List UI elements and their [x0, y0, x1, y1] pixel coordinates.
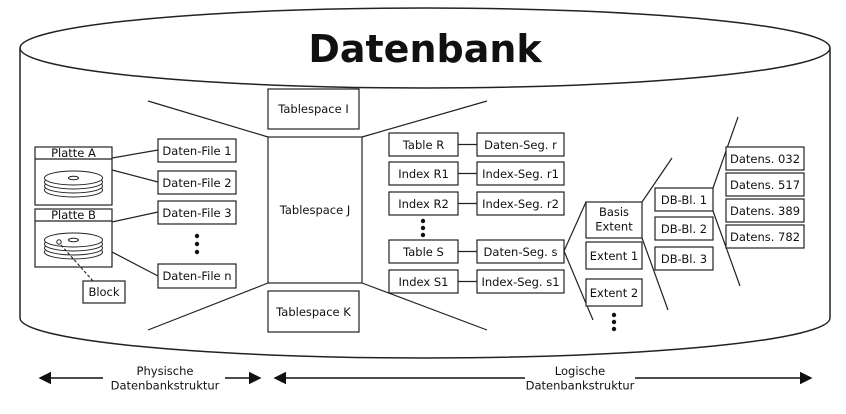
segment-index-seg-s1: Index-Seg. s1 — [476, 269, 565, 294]
svg-text:Datens. 782: Datens. 782 — [730, 230, 800, 244]
segment-index-seg-r1: Index-Seg. r1 — [476, 161, 565, 186]
svg-text:Datens. 032: Datens. 032 — [730, 152, 800, 166]
svg-text:Index-Seg. s1: Index-Seg. s1 — [481, 275, 559, 289]
svg-text:Table S: Table S — [402, 245, 444, 259]
svg-text:Tablespace J: Tablespace J — [279, 203, 351, 217]
svg-text:Datens. 389: Datens. 389 — [730, 204, 800, 218]
disk-label: Platte A — [51, 146, 96, 160]
data-file-2: Daten-File 2 — [157, 170, 237, 195]
svg-text:Daten-Seg. s: Daten-Seg. s — [484, 245, 558, 259]
svg-text:Tablespace I: Tablespace I — [277, 102, 349, 116]
block-label-box: Block — [82, 280, 126, 304]
svg-text:Daten-File 3: Daten-File 3 — [162, 206, 231, 220]
svg-text:Daten-File 1: Daten-File 1 — [162, 144, 231, 158]
svg-text:DB-Bl. 1: DB-Bl. 1 — [661, 193, 707, 207]
record-032: Datens. 032 — [725, 146, 805, 171]
disk-platte-b: Platte B — [34, 208, 113, 268]
record-389: Datens. 389 — [725, 198, 805, 223]
svg-text:Index-Seg. r2: Index-Seg. r2 — [482, 197, 559, 211]
object-index-r1: Index R1 — [388, 161, 459, 186]
tablespace-fan-lines — [147, 100, 488, 331]
db-block-3: DB-Bl. 3 — [654, 246, 714, 271]
data-file-3: Daten-File 3 — [157, 200, 237, 225]
svg-text:Table R: Table R — [402, 138, 444, 152]
disk-file-connectors — [111, 149, 159, 277]
record-782: Datens. 782 — [725, 224, 805, 249]
tablespace-j: Tablespace J — [267, 136, 363, 284]
svg-text:Extent 1: Extent 1 — [590, 249, 638, 263]
data-file-ellipsis — [194, 233, 200, 255]
record-517: Datens. 517 — [725, 172, 805, 197]
db-block-1: DB-Bl. 1 — [654, 187, 714, 212]
svg-text:Daten-Seg. r: Daten-Seg. r — [484, 138, 557, 152]
disk-label: Platte B — [51, 208, 96, 222]
tablespace-k: Tablespace K — [267, 290, 360, 333]
db-block-2: DB-Bl. 2 — [654, 216, 714, 241]
object-table-s: Table S — [388, 239, 459, 264]
svg-text:Extent 2: Extent 2 — [590, 286, 638, 300]
disk-stack-icon — [44, 232, 103, 260]
segment-daten-seg-s: Daten-Seg. s — [476, 239, 565, 264]
svg-text:DB-Bl. 3: DB-Bl. 3 — [661, 252, 707, 266]
svg-text:Datens. 517: Datens. 517 — [730, 178, 800, 192]
tablespace-i: Tablespace I — [267, 88, 360, 130]
extent-block-fan — [641, 157, 673, 311]
object-index-r2: Index R2 — [388, 191, 459, 216]
svg-text:Block: Block — [88, 285, 119, 299]
disk-stack-icon — [44, 170, 103, 198]
disk-platte-a: Platte A — [34, 146, 113, 206]
segment-extent-fan — [563, 201, 594, 321]
object-table-r: Table R — [388, 132, 459, 157]
extent-2: Extent 2 — [585, 278, 643, 307]
database-title: Datenbank — [308, 27, 542, 71]
svg-text:Index S1: Index S1 — [399, 275, 449, 289]
object-segment-connectors — [458, 143, 477, 283]
svg-text:Index R1: Index R1 — [398, 167, 449, 181]
data-file-1: Daten-File 1 — [157, 138, 237, 163]
segment-index-seg-r2: Index-Seg. r2 — [476, 191, 565, 216]
svg-text:Tablespace K: Tablespace K — [275, 305, 351, 319]
svg-text:Index R2: Index R2 — [398, 197, 449, 211]
svg-text:Daten-File 2: Daten-File 2 — [162, 176, 231, 190]
svg-text:DB-Bl. 2: DB-Bl. 2 — [661, 222, 707, 236]
block-pointer-line — [60, 244, 94, 282]
object-index-s1: Index S1 — [388, 269, 459, 294]
svg-text:Index-Seg. r1: Index-Seg. r1 — [482, 167, 559, 181]
extent-ellipsis — [611, 312, 617, 332]
data-file-n: Daten-File n — [157, 263, 237, 289]
extent-1: Extent 1 — [585, 241, 643, 270]
svg-text:Daten-File n: Daten-File n — [162, 269, 231, 283]
segment-daten-seg-r: Daten-Seg. r — [476, 132, 565, 157]
object-ellipsis — [420, 218, 426, 238]
